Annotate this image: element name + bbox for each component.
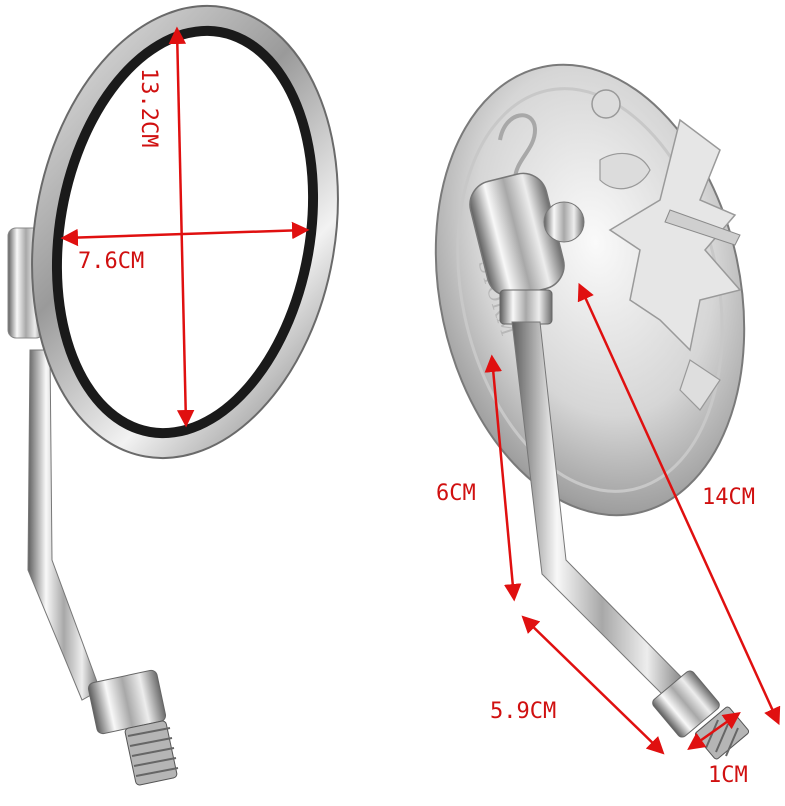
swan-emboss-icon [498,113,538,181]
left-width-label: 7.6CM [78,249,144,274]
left-width-dimension-line [60,221,310,247]
brand-logo-icon [591,89,621,119]
right-stem-dimension-line [484,354,522,602]
right-diagonal-label: 14CM [702,485,755,510]
right-stem-label: 6CM [436,481,476,506]
right-mirror: STORM 6CM 14CM 5 [434,63,781,788]
right-mirror-ball-joint [543,201,585,243]
right-thread-label: 1CM [708,763,748,788]
left-mirror: 13.2CM 7.6CM [7,4,339,786]
right-bend-label: 5.9CM [490,699,556,724]
left-height-label: 13.2CM [136,68,161,147]
right-thread-dimension-line [687,711,741,751]
right-mirror-upper-nut [499,289,553,325]
right-diagonal-dimension-line [577,282,781,726]
left-mirror-thread [124,720,179,786]
right-bend-dimension-line [521,615,665,755]
